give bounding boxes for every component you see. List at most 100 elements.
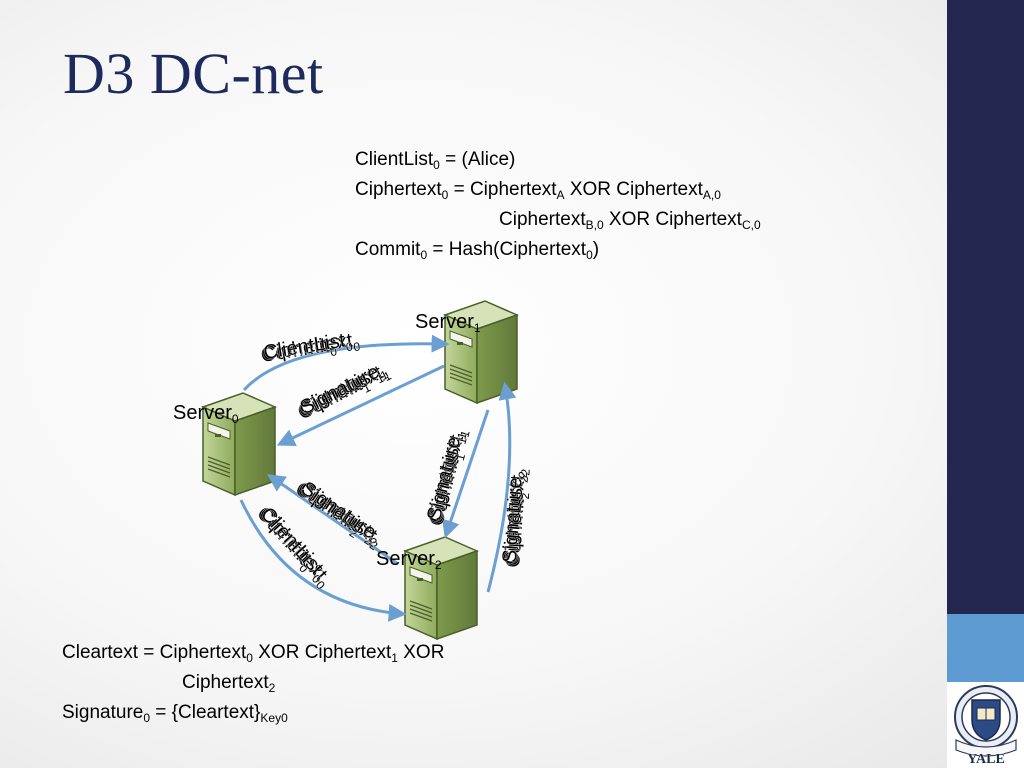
commit-equation: Commit0 = Hash(Ciphertext0) <box>355 235 761 265</box>
signature-sub: 0 <box>143 711 151 725</box>
edge-word-sub: 0 <box>309 572 324 587</box>
cleartext-block: Cleartext = Ciphertext0 XOR Ciphertext1 … <box>62 638 444 728</box>
edge-word-commit: Commit0 <box>250 503 319 576</box>
edge-word-clientlist: ClientList0 <box>262 328 354 367</box>
server-1-sub: 1 <box>473 321 481 335</box>
server-2-label: Server2 <box>376 548 442 571</box>
edge-word-signature: Signature2 <box>499 470 530 564</box>
arrow-s1-to-s2 <box>442 409 490 539</box>
edge-word-ciphertext: Ciphertext2 <box>501 467 533 567</box>
edge-word-sub: 0 <box>329 344 338 359</box>
arrow-s1-to-s0 <box>276 364 445 446</box>
ciphertext-c0-term: XOR Ciphertext <box>603 209 742 230</box>
edge-word-clientlist: ClientList2 <box>500 475 531 566</box>
edge-word-ciphertext: Ciphertext2 <box>291 478 386 554</box>
commit-close-paren: ) <box>592 239 600 260</box>
clientlist-term: ClientList <box>355 149 434 170</box>
yale-wordmark: YALE <box>967 752 1005 766</box>
edge-word-clientlist: ClientList2 <box>293 478 381 549</box>
ciphertext-equation-continued: CiphertextB,0 XOR CiphertextC,0 <box>355 205 761 235</box>
edge-word-sub: 2 <box>517 475 531 483</box>
signature-key-sub: Key0 <box>260 711 288 725</box>
server0-computation-block: ClientList0 = (Alice) Ciphertext0 = Ciph… <box>355 145 761 265</box>
edge-word-ciphertext: Ciphertext1 <box>295 359 394 426</box>
edge-word-signature: Signature2 <box>295 477 386 550</box>
edge-word-sub: 2 <box>518 492 532 500</box>
edge-word-clientlist: ClientList0 <box>254 503 332 586</box>
ciphertext-a0-term: XOR Ciphertext <box>564 179 703 200</box>
cleartext-xor1: XOR Ciphertext <box>252 642 392 663</box>
edge-word-ciphertext: Ciphertext1 <box>425 426 473 527</box>
server-0-label: Server0 <box>173 402 239 425</box>
ciphertext-term: Ciphertext <box>355 179 442 200</box>
edge-word-ciphertext: Ciphertext0 <box>261 328 362 368</box>
edge-word-ciphertext: Ciphertext0 <box>252 503 336 593</box>
ciphertext-a-sub: A <box>556 188 565 202</box>
server-2-sub: 2 <box>434 558 442 572</box>
edge-word-sub: 2 <box>516 470 530 478</box>
edge-word-sub: 1 <box>374 371 387 387</box>
server-0-name: Server <box>173 402 232 424</box>
server-1-label: Server1 <box>415 311 481 334</box>
slide-title: D3 DC-net <box>63 41 324 106</box>
ciphertext-c0-sub: C,0 <box>741 218 761 232</box>
edge-word-commit: Commit2 <box>290 478 367 541</box>
server-2-name: Server <box>376 548 435 570</box>
edge-word-sub: 0 <box>345 339 354 354</box>
edge-word-sub: 0 <box>313 578 328 593</box>
cleartext-equation: Cleartext = Ciphertext0 XOR Ciphertext1 … <box>62 638 444 668</box>
ciphertext-b0-term: Ciphertext <box>499 209 586 230</box>
signature-term: Signature <box>62 702 144 723</box>
ciphertext-a0-sub: A,0 <box>702 188 721 202</box>
ciphertext-a-term: = Ciphertext <box>448 179 557 200</box>
edge-word-sub: 1 <box>457 429 472 439</box>
edge-word-commit: Commit0 <box>259 333 338 370</box>
commit-term: Commit <box>355 239 421 260</box>
clientlist-sub: 0 <box>433 158 440 172</box>
ciphertext-sub: 0 <box>441 188 449 202</box>
signature-value: = {Cleartext} <box>150 702 261 723</box>
commit-hash-term: = Hash(Ciphertext <box>427 239 587 260</box>
edge-word-sub: 1 <box>361 380 374 396</box>
arrow-s2-to-s1 <box>486 381 517 593</box>
ciphertext-equation: Ciphertext0 = CiphertextA XOR Ciphertext… <box>355 175 761 205</box>
edge-word-signature: Signature1 <box>297 358 391 422</box>
commit-sub: 0 <box>420 248 428 262</box>
edge-word-commit: Commit2 <box>502 491 532 568</box>
commit-hash-sub: 0 <box>586 248 593 262</box>
arrow-s0-to-s1 <box>242 334 450 392</box>
edge-word-commit: Commit1 <box>294 370 373 427</box>
edge-word-clientlist: ClientList1 <box>296 361 387 424</box>
cleartext-xor2: XOR <box>397 642 445 663</box>
right-sidebar <box>947 0 1024 768</box>
ciphertext-b0-sub: B,0 <box>585 218 604 232</box>
edge-word-sub: 1 <box>378 367 391 383</box>
edge-word-sub: 0 <box>296 561 311 576</box>
yale-seal-logo: YALE <box>954 685 1018 766</box>
sidebar-dark-band <box>947 0 1024 614</box>
edge-word-sub: 1 <box>454 430 469 440</box>
server-1-name: Server <box>415 311 474 333</box>
clientlist-value: = (Alice) <box>439 149 516 170</box>
cleartext-sub0: 0 <box>246 651 253 665</box>
edge-word-sub: 2 <box>347 526 361 542</box>
cleartext-term: Cleartext = Ciphertext <box>62 642 247 663</box>
edge-word-sub: 1 <box>381 368 394 384</box>
edge-word-sub: 0 <box>352 339 361 354</box>
signature-equation: Signature0 = {Cleartext}Key0 <box>62 698 444 728</box>
sidebar-light-band <box>947 614 1024 682</box>
edge-word-sub: 2 <box>362 533 376 549</box>
cleartext-equation-continued: Ciphertext2 <box>62 668 444 698</box>
server-0-sub: 0 <box>231 412 239 426</box>
edge-word-commit: Commit1 <box>426 449 469 529</box>
edge-word-clientlist: ClientList1 <box>424 433 470 526</box>
cleartext-sub1: 1 <box>391 651 398 665</box>
edge-word-sub: 1 <box>453 452 468 462</box>
edge-word-signature: Signature1 <box>423 428 470 524</box>
